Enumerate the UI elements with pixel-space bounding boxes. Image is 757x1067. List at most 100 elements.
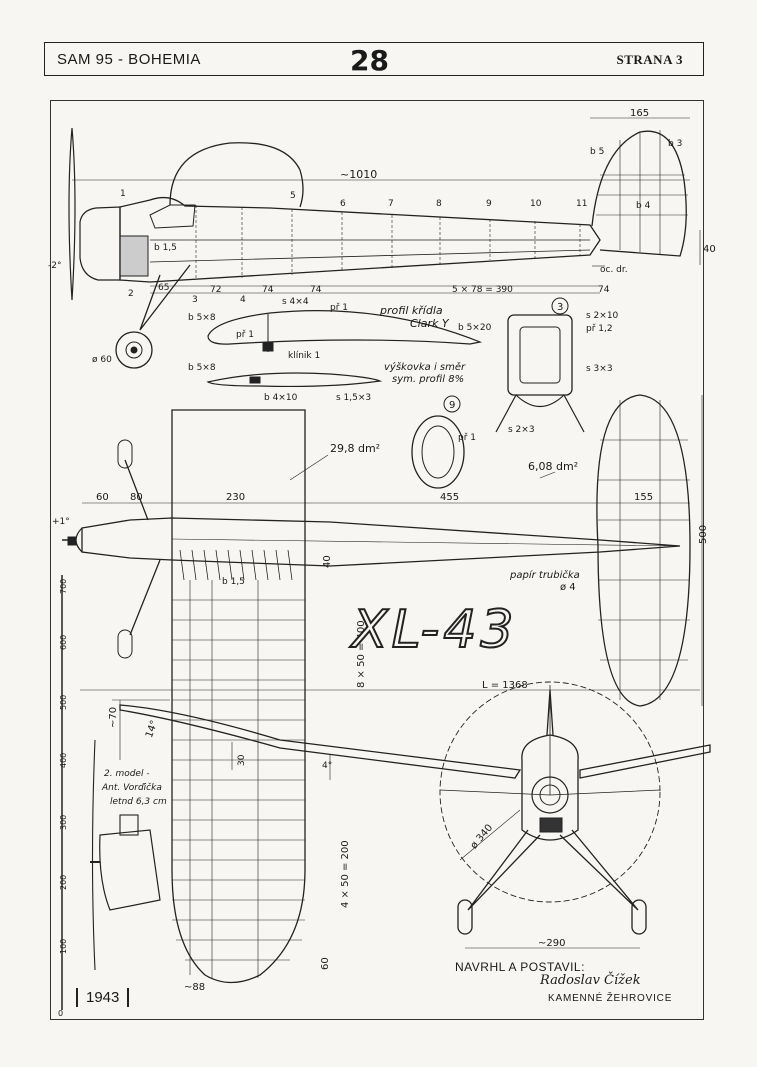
side-fuselage [119, 196, 601, 283]
designer-place: KAMENNÉ ŽEHROVICE [548, 993, 673, 1004]
section-3-legs [495, 394, 585, 433]
wing-profile-label: profil křídla [379, 304, 443, 317]
side-wheel-dia: ø 60 [92, 355, 112, 365]
wing-b58: b 5×8 [188, 313, 216, 323]
engine-sketch [99, 829, 161, 911]
wing-klinik: klínik 1 [288, 351, 320, 361]
front-prop-disc [439, 681, 661, 903]
top-incidence: +1° [52, 517, 70, 527]
top-dim-455: 455 [440, 492, 459, 503]
side-fin-height: 40 [703, 244, 716, 255]
scale-700: 700 [59, 579, 68, 594]
side-label-3: 3 [192, 295, 198, 305]
engine-note-1: 2. model - [104, 769, 150, 779]
top-dim-60: 60 [96, 492, 109, 503]
top-wing [171, 409, 306, 984]
wing-pr1: př 1 [330, 303, 348, 313]
root-dim: ~88 [184, 982, 205, 993]
front-wheel-left [457, 899, 473, 935]
drawing-frame [50, 100, 704, 1020]
side-ocdr: oc. dr. [600, 265, 628, 275]
station-6: 6 [340, 199, 346, 209]
wing-section [207, 310, 483, 352]
front-wing-right [579, 744, 711, 779]
side-propeller [68, 127, 76, 301]
top-chord: 40 [322, 555, 333, 568]
tail-b58: b 5×8 [188, 363, 216, 373]
section-9-frame [411, 415, 465, 489]
tail-b410: b 4×10 [264, 393, 298, 403]
front-gear-left [467, 829, 541, 911]
dim-65: 65 [158, 283, 169, 293]
side-view [68, 117, 701, 369]
side-b5: b 5 [590, 147, 604, 157]
wing-airfoil [207, 310, 483, 345]
tail-airfoil [206, 372, 383, 388]
dim-74a: 74 [262, 285, 274, 295]
section-3-marker [551, 297, 569, 315]
scale-500: 500 [59, 695, 68, 710]
top-spinner [75, 527, 83, 553]
side-windshield [149, 204, 196, 229]
side-fin-width: 165 [630, 108, 649, 119]
station-8: 8 [436, 199, 442, 209]
section-9-num: 9 [449, 400, 455, 411]
side-wheel [115, 331, 153, 369]
top-stabilizer [596, 394, 691, 707]
front-wing-left [119, 704, 522, 779]
scale-600: 600 [59, 635, 68, 650]
section-3-pr12: př 1,2 [586, 324, 613, 334]
engine-note-3: letnd 6,3 cm [110, 797, 167, 807]
tail-label2: sym. profil 8% [392, 374, 464, 385]
front-fuselage [521, 734, 579, 841]
side-b3: b 3 [668, 139, 682, 149]
dihedral-angle: 14° [144, 719, 160, 739]
wing-profile-name: Clark Y [410, 317, 450, 330]
designer-signature: Radoslav Čížek [540, 973, 641, 988]
tail-s15: s 1,5×3 [336, 393, 371, 403]
dihedral-dim: ~70 [108, 707, 119, 728]
station-1: 1 [120, 189, 126, 199]
wing-area: 29,8 dm² [330, 442, 380, 455]
side-length-label: ~1010 [340, 168, 377, 181]
wing-s44: s 4×4 [282, 297, 309, 307]
prop-dia: ø 340 [469, 822, 496, 851]
station-5: 5 [290, 191, 296, 201]
year-label: 1943 [76, 988, 130, 1007]
side-label-2: 2 [128, 289, 134, 299]
station-9: 9 [486, 199, 492, 209]
tail-section [206, 372, 383, 388]
side-nose [79, 206, 121, 281]
section-9-marker [443, 395, 461, 413]
section-3-s210: s 2×10 [586, 311, 619, 321]
header-series: SAM 95 - BOHEMIA [57, 51, 201, 68]
side-landing-gear [139, 264, 191, 331]
top-dim-155: 155 [634, 492, 653, 503]
section-3 [495, 297, 585, 433]
rib-spacing-2: 4 × 50 = 200 [340, 840, 351, 908]
tube-dia: ø 4 [560, 582, 576, 593]
scale-400: 400 [59, 753, 68, 768]
header-page: STRANA 3 [616, 52, 683, 67]
top-span-half: 500 [698, 525, 709, 544]
side-fuselage-low [149, 249, 591, 263]
top-b15: b 1,5 [222, 577, 245, 587]
scale-300: 300 [59, 815, 68, 830]
side-incidence: -2° [48, 261, 61, 271]
model-title: XL-43 [351, 599, 518, 661]
front-tip-angle: 4° [322, 761, 332, 771]
wing-b520: b 5×20 [458, 323, 492, 333]
top-tip: 60 [320, 957, 331, 970]
side-engine-block [119, 235, 149, 277]
front-wheel-right [631, 899, 647, 935]
front-rise: 30 [237, 754, 247, 766]
dim-390: 5 × 78 = 390 [452, 285, 513, 295]
side-b15: b 1,5 [154, 243, 177, 253]
section-3-num: 3 [557, 302, 563, 313]
side-fin [591, 130, 687, 257]
engine-note-2: Ant. Vorďička [101, 782, 162, 793]
top-fuselage [81, 517, 681, 567]
designer-label: NAVRHL A POSTAVIL: [455, 960, 585, 974]
tail-label1: výškovka i směr [384, 361, 466, 373]
